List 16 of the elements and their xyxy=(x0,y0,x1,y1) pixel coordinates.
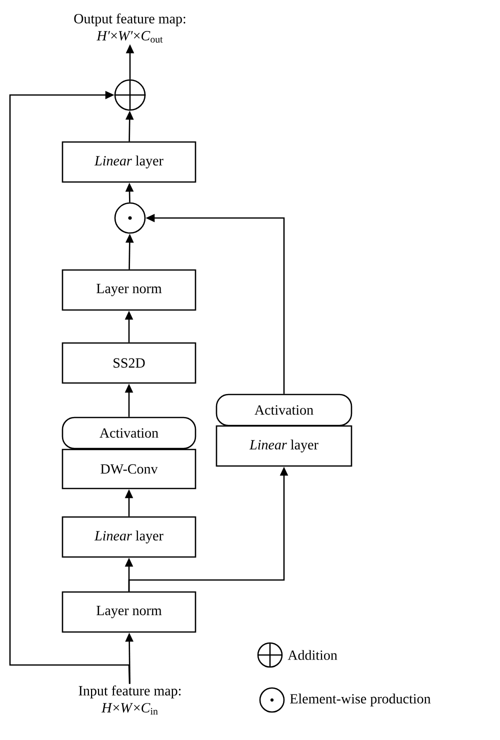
layer-box: DW-Conv xyxy=(62,448,196,490)
layer-box: Layer norm xyxy=(62,591,196,633)
caption-text: Input feature map: H×W×C$_{in}$ xyxy=(78,686,181,714)
arrow xyxy=(9,90,130,684)
product-circle xyxy=(114,202,146,234)
addition-circle xyxy=(114,79,146,111)
layer-box: Layer norm xyxy=(62,269,196,311)
legend-text: Element-wise production xyxy=(290,694,431,706)
layer-box: Linear layer xyxy=(216,425,352,467)
layer-box: SS2D xyxy=(62,342,196,384)
activation-box: Activation xyxy=(216,394,352,426)
layer-box: Linear layer xyxy=(62,141,196,183)
activation-box: Activation xyxy=(62,416,196,450)
legend-text: Addition xyxy=(288,650,338,660)
caption-text: Output feature map: H′×W′×C$_{out}$ xyxy=(74,13,186,43)
layer-box: Linear layer xyxy=(62,516,196,558)
